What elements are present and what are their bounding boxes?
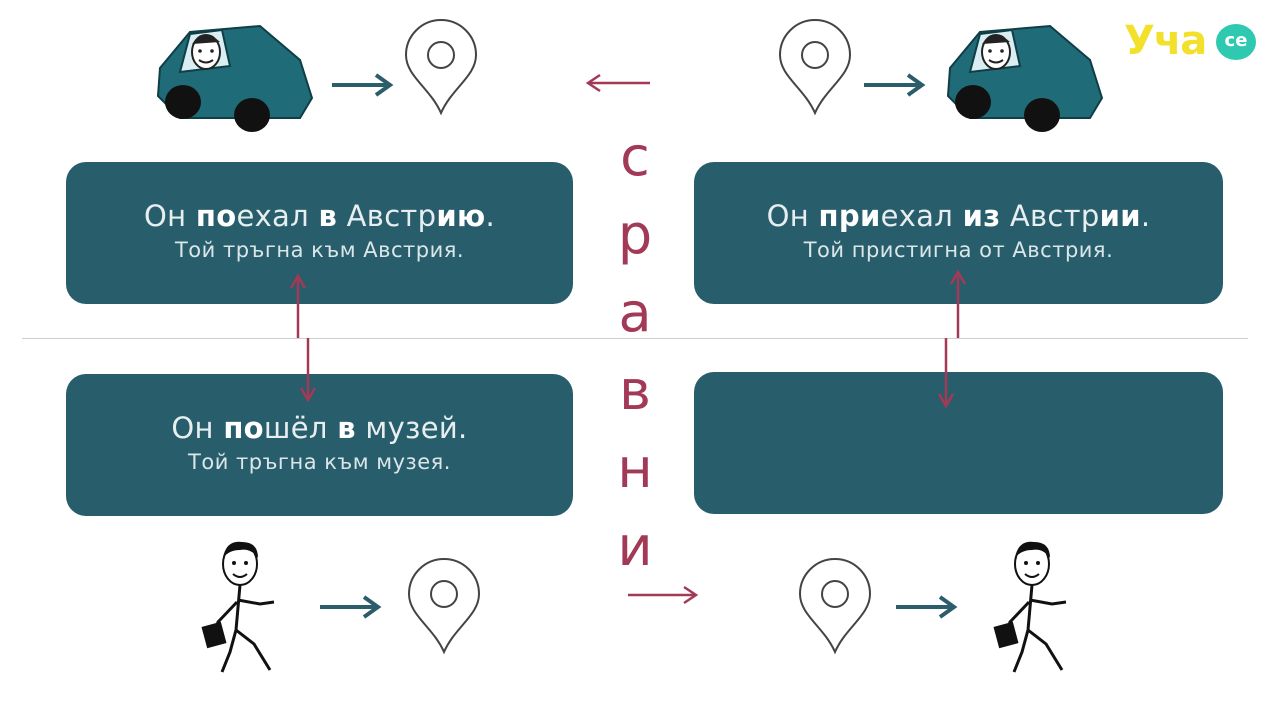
arrow-right-icon bbox=[320, 595, 382, 619]
walking-man-icon bbox=[993, 541, 1067, 673]
sentence-ru: Он приехал из Австрии. bbox=[694, 196, 1223, 236]
sentence-ru: Он поехал в Австрию. bbox=[66, 196, 573, 236]
arrow-right-icon bbox=[864, 73, 926, 97]
text-segment: Австр bbox=[1000, 199, 1100, 233]
compare-letter: а bbox=[618, 281, 652, 344]
arrow-right-icon bbox=[896, 595, 958, 619]
compare-letter: в bbox=[619, 359, 651, 422]
text-segment: Он bbox=[171, 411, 224, 445]
arrow-right-icon bbox=[628, 585, 699, 605]
car-with-driver-icon bbox=[946, 24, 1104, 132]
text-segment: Австр bbox=[337, 199, 437, 233]
compare-letter: с bbox=[620, 125, 650, 188]
compare-letter: н bbox=[617, 437, 653, 500]
card-bottom-right bbox=[694, 372, 1223, 514]
sentence-bg: Той тръгна към Австрия. bbox=[174, 238, 465, 262]
logo-text: Уча bbox=[1124, 18, 1207, 64]
text-segment: . bbox=[1140, 199, 1151, 233]
sentence-bg: Той тръгна към музея. bbox=[188, 450, 451, 474]
location-pin-icon bbox=[798, 558, 872, 655]
compare-letter: р bbox=[617, 203, 653, 266]
location-pin-icon bbox=[404, 19, 478, 116]
arrow-left-icon bbox=[585, 73, 650, 93]
highlight-segment: ии bbox=[1099, 199, 1141, 233]
location-pin-icon bbox=[407, 558, 481, 655]
card-top-left: Он поехал в Австрию. Той тръгна към Авст… bbox=[66, 162, 573, 304]
text-segment: ехал bbox=[236, 199, 319, 233]
highlight-segment: из bbox=[962, 199, 1001, 233]
highlight-segment: при bbox=[818, 199, 881, 233]
logo-badge: се bbox=[1216, 24, 1256, 60]
sentence-ru bbox=[694, 406, 1223, 446]
uchase-logo: Уча се bbox=[1124, 18, 1264, 70]
walking-man-icon bbox=[201, 541, 275, 673]
car-with-driver-icon bbox=[156, 24, 314, 132]
text-segment: Он bbox=[766, 199, 819, 233]
card-bottom-left: Он пошёл в музей. Той тръгна към музея. bbox=[66, 374, 573, 516]
highlight-segment: по bbox=[223, 411, 264, 445]
compare-letter: и bbox=[617, 515, 653, 578]
location-pin-icon bbox=[778, 19, 852, 116]
text-segment: шёл bbox=[263, 411, 338, 445]
arrow-right-icon bbox=[332, 73, 394, 97]
text-segment: ехал bbox=[880, 199, 963, 233]
sentence-bg: Той пристигна от Австрия. bbox=[803, 238, 1114, 262]
text-segment: . bbox=[485, 199, 495, 233]
highlight-segment: в bbox=[337, 411, 356, 445]
text-segment: музей. bbox=[355, 411, 468, 445]
double-arrow-vertical-icon bbox=[937, 269, 967, 409]
sentence-ru: Он пошёл в музей. bbox=[66, 408, 573, 448]
highlight-segment: ию bbox=[436, 199, 486, 233]
highlight-segment: по bbox=[195, 199, 237, 233]
text-segment: Он bbox=[143, 199, 196, 233]
highlight-segment: в bbox=[318, 199, 338, 233]
horizontal-divider bbox=[22, 338, 1248, 339]
double-arrow-vertical-icon bbox=[289, 273, 317, 403]
